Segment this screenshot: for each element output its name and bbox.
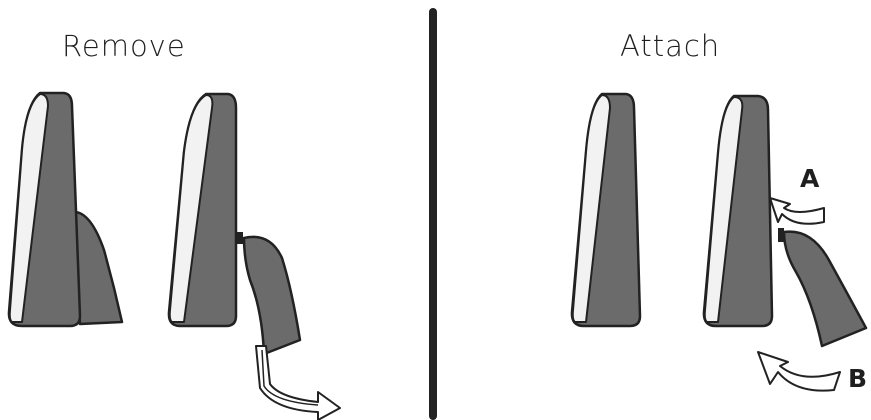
remove-title: Remove [62, 29, 186, 63]
attach-arrow-b-icon [757, 351, 841, 392]
remove-panel: Remove [7, 29, 341, 420]
attach-panel: Attach A B [570, 29, 868, 393]
clip-tab-icon [236, 232, 243, 244]
panel-divider [429, 8, 437, 420]
device-attaching-clip-icon: A B [702, 94, 868, 393]
step-b-label: B [848, 364, 867, 393]
device-face [8, 93, 49, 323]
device-face [168, 94, 214, 323]
device-with-clip-icon [7, 91, 124, 328]
remove-arrow-inner-line [261, 349, 319, 406]
device-face [703, 96, 744, 323]
attach-title: Attach [620, 29, 720, 63]
step-a-label: A [800, 164, 820, 193]
attached-clip-icon [70, 210, 124, 326]
remove-arrow-icon [255, 345, 341, 420]
attaching-clip-icon [782, 230, 868, 348]
clip-tab-icon [778, 228, 784, 242]
device-bare-icon [570, 92, 642, 328]
device-removing-clip-icon [167, 92, 341, 420]
device-face [571, 94, 611, 323]
detached-clip-icon [242, 235, 302, 356]
attach-arrow-a-icon [769, 197, 825, 225]
